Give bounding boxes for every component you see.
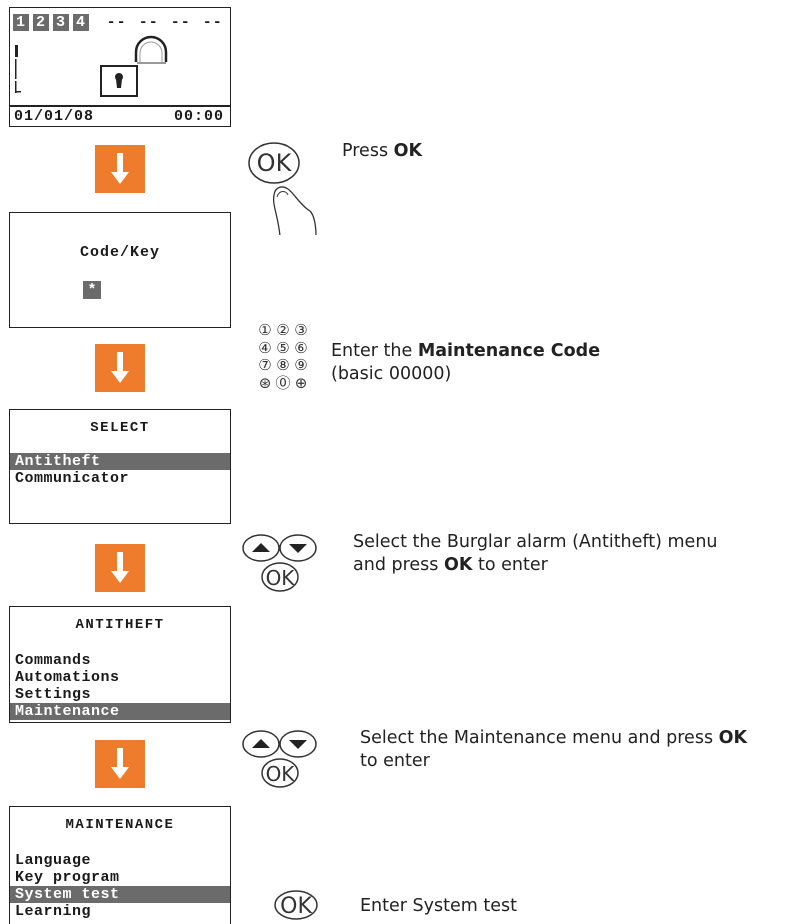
step-2-bold: Maintenance Code — [417, 341, 601, 361]
step-1-bold: OK — [393, 141, 423, 161]
flow-arrow-2 — [95, 344, 145, 392]
menu-item-system-test[interactable]: System test — [10, 886, 230, 903]
arrow-down-icon — [111, 748, 129, 779]
key-star: ⊛ — [258, 373, 272, 392]
signal-bars-icon — [15, 45, 21, 93]
flow-arrow-1 — [95, 145, 145, 193]
menu-item-key-program[interactable]: Key program — [15, 869, 120, 886]
nav-keys-icon: OK — [242, 534, 317, 592]
display-antitheft-menu: ANTITHEFT Commands Automations Settings … — [9, 606, 231, 723]
menu-item-language[interactable]: Language — [15, 852, 92, 869]
svg-text:OK: OK — [280, 894, 312, 919]
step-5-text: Enter System test — [360, 896, 517, 916]
step-3-pre: and press — [353, 555, 444, 575]
key-6: ⑥ — [294, 338, 308, 357]
step-2-line-1: Enter the Maintenance Code — [331, 340, 600, 363]
step-4-text: Select the Maintenance menu and press OK… — [360, 727, 747, 773]
step-1-pre: Press — [342, 141, 394, 161]
zone-3: 3 — [53, 14, 70, 31]
key-0: ⓪ — [275, 373, 291, 392]
svg-text:OK: OK — [266, 566, 296, 590]
menu-item-settings[interactable]: Settings — [15, 686, 92, 703]
menu-item-antitheft[interactable]: Antitheft — [10, 453, 230, 470]
key-9: ⑨ — [294, 356, 308, 374]
step-3-text: Select the Burglar alarm (Antitheft) men… — [353, 531, 718, 577]
zone-dash-6: -- — [138, 14, 159, 31]
key-2: ② — [276, 321, 290, 339]
arrow-down-icon — [111, 153, 129, 184]
select-menu-list: Antitheft Communicator — [10, 453, 230, 487]
zone-dash-5: -- — [106, 14, 127, 31]
antitheft-title: ANTITHEFT — [75, 617, 165, 633]
code-key-title: Code/Key — [79, 244, 160, 261]
key-3: ③ — [294, 321, 308, 339]
ok-press-icon: OK — [248, 142, 317, 235]
step-2-text: Enter the Maintenance Code (basic 00000) — [331, 340, 600, 386]
nav-keys-icon: OK — [242, 730, 317, 788]
select-title: SELECT — [90, 420, 150, 436]
step-3-line-2: and press OK to enter — [353, 554, 718, 577]
step-2-pre: Enter the — [331, 341, 418, 361]
time-readout: 00:00 — [173, 108, 224, 125]
ok-key-icon: OK — [274, 890, 318, 920]
keypad-row-4: ⊛⓪⊕ — [256, 373, 310, 393]
key-4: ④ — [258, 338, 272, 357]
key-8: ⑧ — [276, 356, 290, 374]
step-3-post: to enter — [472, 555, 548, 575]
code-mask: * — [83, 281, 101, 299]
menu-item-learning[interactable]: Learning — [15, 903, 92, 920]
svg-text:OK: OK — [266, 762, 296, 786]
zone-2: 2 — [33, 14, 50, 31]
key-5: ⑤ — [276, 338, 290, 357]
key-1: ① — [258, 321, 272, 339]
step-4-line-2: to enter — [360, 751, 430, 771]
padlock-open-icon — [100, 35, 168, 97]
key-hash: ⊕ — [294, 373, 308, 392]
arrow-down-icon — [111, 352, 129, 383]
menu-item-commands[interactable]: Commands — [15, 652, 92, 669]
zone-dash-8: -- — [202, 14, 223, 31]
step-3-bold: OK — [443, 555, 473, 575]
flow-arrow-3 — [95, 544, 145, 592]
step-3-line-1: Select the Burglar alarm (Antitheft) men… — [353, 532, 718, 552]
arrow-down-icon — [111, 552, 129, 583]
maintenance-title: MAINTENANCE — [65, 817, 175, 833]
step-4-line-1: Select the Maintenance menu and press OK — [360, 727, 747, 750]
menu-item-automations[interactable]: Automations — [15, 669, 120, 686]
date-readout: 01/01/08 — [14, 108, 95, 125]
flow-arrow-4 — [95, 740, 145, 788]
zone-4: 4 — [73, 14, 90, 31]
menu-item-maintenance[interactable]: Maintenance — [10, 703, 230, 720]
step-4-pre: Select the Maintenance menu and press — [360, 728, 719, 748]
zone-dash-7: -- — [170, 14, 191, 31]
zone-1: 1 — [13, 14, 30, 31]
step-1-text: Press OK — [342, 140, 422, 163]
antitheft-menu-list: Commands Automations Settings Maintenanc… — [10, 652, 230, 720]
status-bar — [10, 105, 230, 107]
display-select-menu: SELECT Antitheft Communicator — [9, 409, 231, 524]
maintenance-menu-list: Language Key program System test Learnin… — [10, 852, 230, 920]
ok-key-label: OK — [257, 149, 293, 177]
display-code-key: Code/Key * — [9, 212, 231, 328]
key-7: ⑦ — [258, 356, 272, 374]
step-4-bold: OK — [718, 728, 748, 748]
display-maintenance-menu: MAINTENANCE Language Key program System … — [9, 806, 231, 924]
step-2-line-2: (basic 00000) — [331, 364, 452, 384]
menu-item-communicator[interactable]: Communicator — [15, 470, 130, 487]
